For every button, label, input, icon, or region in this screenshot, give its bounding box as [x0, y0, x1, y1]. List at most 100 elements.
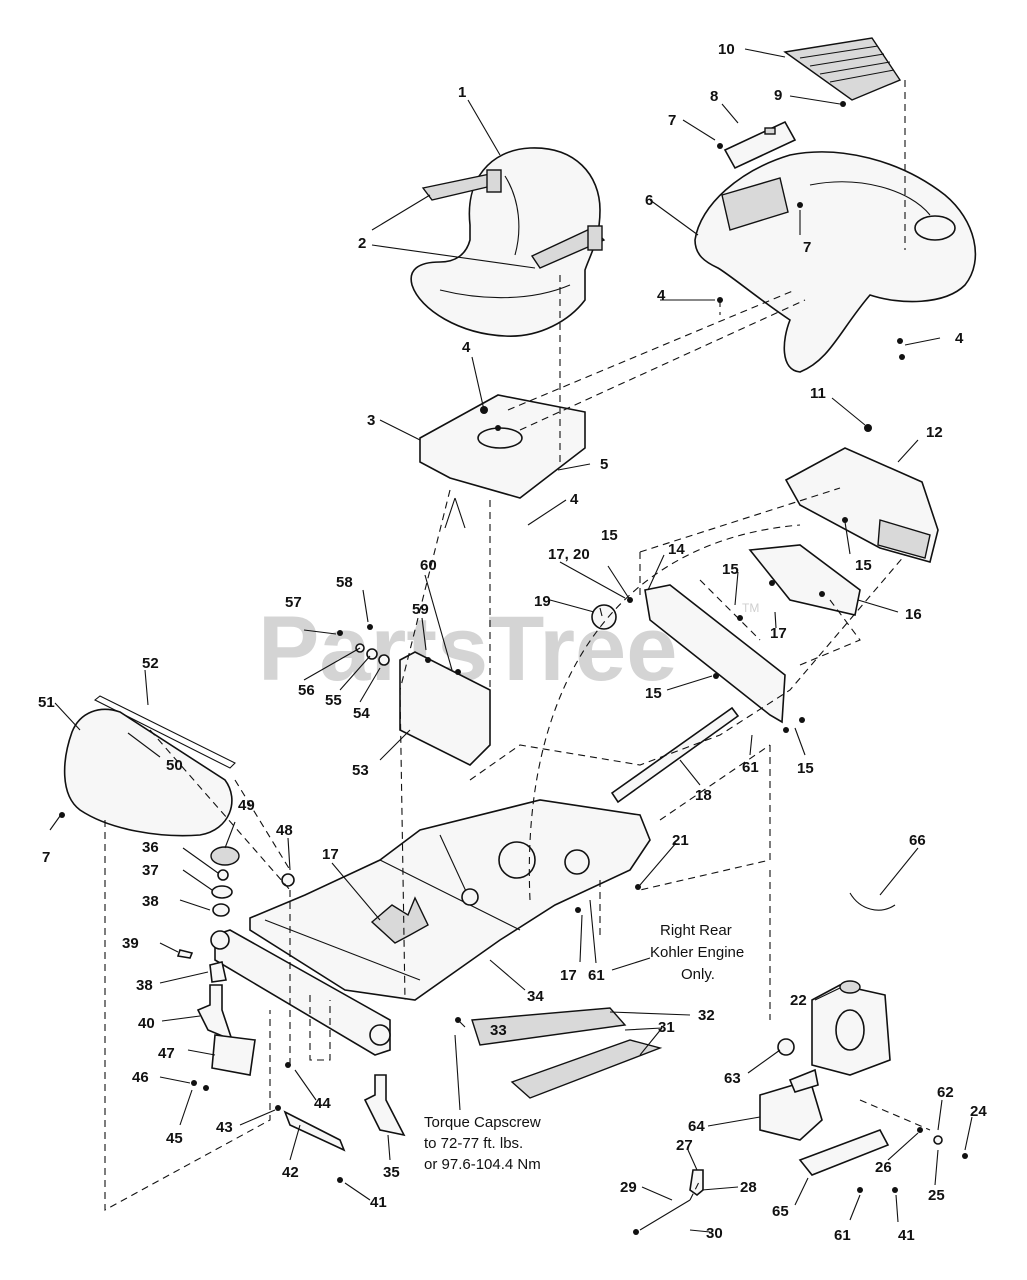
watermark-trademark: TM — [742, 601, 759, 615]
callout-41: 41 — [370, 1194, 387, 1211]
callout-18: 18 — [695, 787, 712, 804]
callout-9: 9 — [774, 87, 782, 104]
callout-15: 15 — [601, 527, 618, 544]
callout-15: 15 — [797, 760, 814, 777]
mounting-bracket — [591, 544, 861, 733]
callout-4: 4 — [570, 491, 579, 508]
callout-17: 17 — [770, 625, 787, 642]
callout-30: 30 — [706, 1225, 723, 1242]
callout-19: 19 — [534, 593, 551, 610]
callout-34: 34 — [527, 988, 544, 1005]
callout-7: 7 — [42, 849, 50, 866]
callout-33: 33 — [490, 1022, 507, 1039]
front-axle — [210, 929, 391, 1056]
callout-55: 55 — [325, 692, 342, 709]
callout-6: 6 — [645, 192, 653, 209]
callout-53: 53 — [352, 762, 369, 779]
callout-47: 47 — [158, 1045, 175, 1062]
callout-61: 61 — [588, 967, 605, 984]
callout-56: 56 — [298, 682, 315, 699]
callout-52: 52 — [142, 655, 159, 672]
callout-29: 29 — [620, 1179, 637, 1196]
heat-shield — [399, 651, 491, 766]
note-kohler-engine: Right Rear Kohler Engine Only. — [650, 922, 744, 983]
callout-8: 8 — [710, 88, 718, 105]
callout-1: 1 — [458, 84, 466, 101]
callout-59: 59 — [412, 601, 429, 618]
leader-lines — [49, 48, 973, 1233]
callout-35: 35 — [383, 1164, 400, 1181]
spindle-parts — [176, 846, 295, 1042]
seat — [410, 147, 601, 337]
callout-50: 50 — [166, 757, 183, 774]
fuel-fittings — [633, 1127, 968, 1235]
hose-clip — [849, 892, 896, 911]
callout-11: 11 — [810, 385, 826, 402]
callout-51: 51 — [38, 694, 55, 711]
support-rod — [610, 706, 740, 804]
callout-38: 38 — [136, 977, 153, 994]
callout-2: 2 — [358, 235, 366, 252]
callout-15: 15 — [722, 561, 739, 578]
callout-48: 48 — [276, 822, 293, 839]
callout-14: 14 — [668, 541, 685, 558]
tank-shield — [798, 1129, 890, 1176]
right-spindle — [363, 1074, 406, 1137]
seat-armrest-left — [421, 169, 502, 201]
callout-17: 17 — [560, 967, 577, 984]
callout-labels: 1 2 3 4 4 4 4 5 6 7 7 7 8 9 10 11 12 14 … — [38, 41, 987, 1244]
note-torque-line-3: or 97.6-104.4 Nm — [424, 1156, 541, 1173]
callout-3: 3 — [367, 412, 375, 429]
callout-57: 57 — [285, 594, 302, 611]
callout-58: 58 — [336, 574, 353, 591]
callout-17-20: 17, 20 — [548, 546, 590, 563]
fender-step-plate — [783, 37, 902, 107]
callout-38: 38 — [142, 893, 159, 910]
callout-37: 37 — [142, 862, 159, 879]
callout-49: 49 — [238, 797, 255, 814]
switch-plate — [717, 120, 797, 170]
callout-61: 61 — [742, 759, 759, 776]
battery-box — [784, 424, 939, 563]
assembly-lines — [104, 80, 931, 1211]
callout-39: 39 — [122, 935, 139, 952]
callout-43: 43 — [216, 1119, 233, 1136]
callout-41: 41 — [898, 1227, 915, 1244]
callout-64: 64 — [688, 1118, 705, 1135]
callout-62: 62 — [937, 1084, 954, 1101]
callout-65: 65 — [772, 1203, 789, 1220]
callout-45: 45 — [166, 1130, 183, 1147]
callout-15: 15 — [855, 557, 872, 574]
callout-4: 4 — [955, 330, 964, 347]
seat-armrest-right — [530, 225, 606, 269]
floor-mats — [471, 1007, 663, 1099]
callout-32: 32 — [698, 1007, 715, 1024]
callout-12: 12 — [926, 424, 943, 441]
note-kohler-line-3: Only. — [681, 966, 715, 983]
main-frame — [249, 799, 651, 1001]
callout-36: 36 — [142, 839, 159, 856]
callout-40: 40 — [138, 1015, 155, 1032]
callout-15: 15 — [645, 685, 662, 702]
callout-54: 54 — [353, 705, 370, 722]
callout-22: 22 — [790, 992, 807, 1009]
note-kohler-line-2: Kohler Engine — [650, 944, 744, 961]
callout-27: 27 — [676, 1137, 693, 1154]
callout-60: 60 — [420, 557, 437, 574]
callout-17: 17 — [322, 846, 339, 863]
callout-66: 66 — [909, 832, 926, 849]
callout-4: 4 — [657, 287, 666, 304]
callout-7: 7 — [803, 239, 811, 256]
fuel-tank — [759, 980, 891, 1141]
callout-16: 16 — [905, 606, 922, 623]
callout-5: 5 — [600, 456, 608, 473]
note-torque: Torque Capscrew to 72-77 ft. lbs. or 97.… — [424, 1114, 541, 1173]
callout-25: 25 — [928, 1187, 945, 1204]
callout-63: 63 — [724, 1070, 741, 1087]
callout-44: 44 — [314, 1095, 331, 1112]
callout-24: 24 — [970, 1103, 987, 1120]
seat-mounting-plate — [419, 394, 586, 499]
callout-28: 28 — [740, 1179, 757, 1196]
note-kohler-line-1: Right Rear — [660, 922, 732, 939]
